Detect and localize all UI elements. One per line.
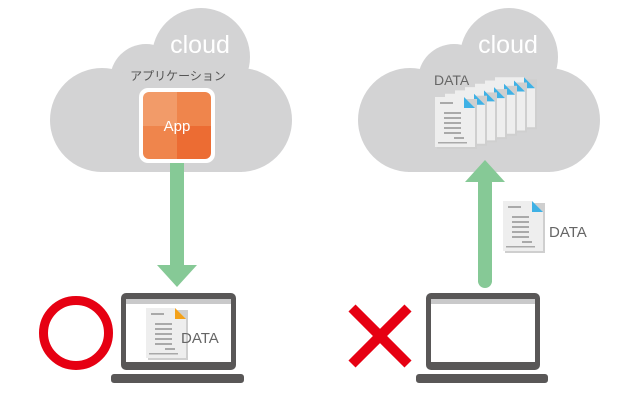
transfer-data-label: DATA [549, 224, 587, 241]
download-arrow [157, 163, 197, 287]
incorrect-cross-icon [348, 304, 412, 368]
document-sheet [503, 201, 545, 253]
laptop-data-label: DATA [181, 330, 219, 347]
stacked-document-1 [435, 97, 477, 149]
stacked-documents [435, 77, 537, 149]
laptop-document-icon [146, 308, 188, 360]
document-sheet [146, 308, 188, 360]
document-fold-corner [464, 97, 475, 108]
app-icon-label: App [164, 118, 191, 135]
document-fold-corner [532, 201, 543, 212]
right-laptop-icon [416, 293, 548, 383]
application-caption: アプリケーション [130, 69, 226, 83]
transfer-document-icon [503, 201, 545, 253]
document-fold-corner [175, 308, 186, 319]
left-panel: cloud アプリケーション App [39, 8, 292, 383]
left-cloud-label: cloud [170, 31, 230, 59]
right-cloud-label: cloud [478, 31, 538, 59]
app-icon: App [139, 88, 215, 163]
cloud-data-label: DATA [434, 72, 470, 88]
right-panel: cloud DATA DATA [348, 8, 600, 383]
upload-arrow [465, 160, 505, 288]
correct-circle-icon [39, 296, 113, 370]
